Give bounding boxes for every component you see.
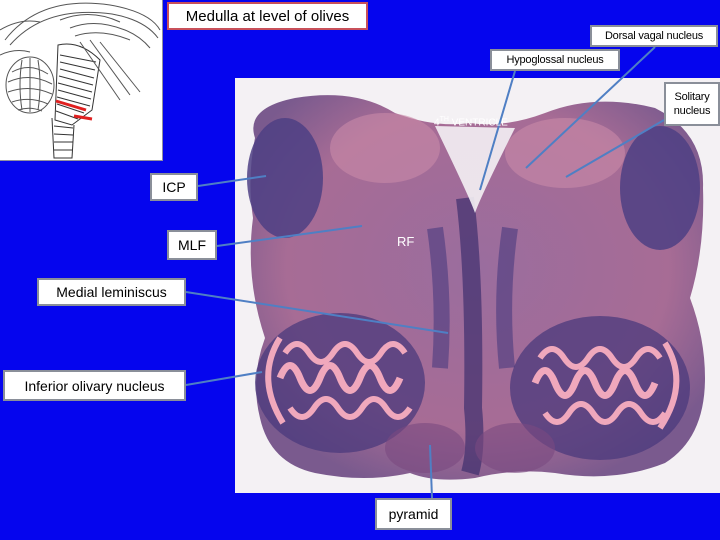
brainstem-inset [0,0,163,161]
fourth-ventricle-label: 4TH VENTRICLE [434,116,508,129]
pyramid-label: pyramid [375,498,452,530]
icp-label: ICP [150,173,198,201]
mlf-label: MLF [167,230,217,260]
solitary-line-2: nucleus [673,105,711,117]
solitary-line-1: Solitary [674,91,710,103]
dorsal-vagal-nucleus-label: Dorsal vagal nucleus [590,25,718,47]
medial-lemniscus-label: Medial leminiscus [37,278,186,306]
solitary-nucleus-label: Solitary nucleus [664,82,720,126]
brainstem-sagittal-diagram-icon [0,2,161,159]
hypoglossal-nucleus-label: Hypoglossal nucleus [490,49,620,71]
reticular-formation-label: RF [397,234,415,249]
slide-title: Medulla at level of olives [167,2,368,30]
medulla-histology-section [247,95,705,480]
inferior-olivary-nucleus-label: Inferior olivary nucleus [3,370,186,401]
